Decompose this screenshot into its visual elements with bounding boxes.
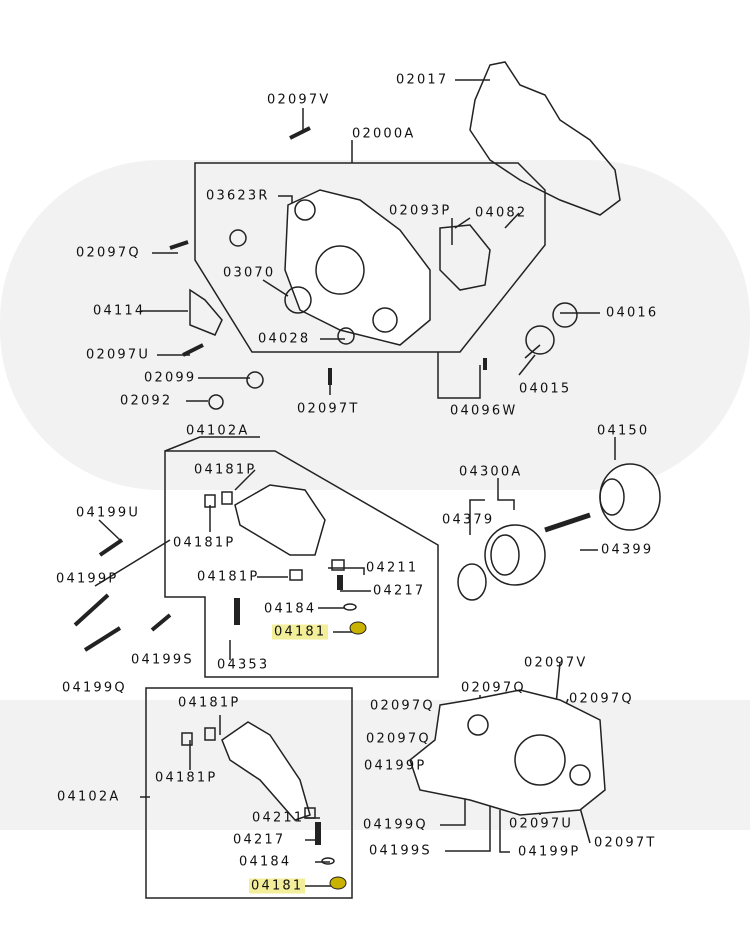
part-label[interactable]: 04199Q bbox=[62, 680, 127, 696]
part-label[interactable]: 02097T bbox=[594, 835, 657, 851]
part-label-highlighted[interactable]: 04181 bbox=[272, 624, 329, 640]
part-label[interactable]: 02097V bbox=[267, 92, 331, 108]
bracket-04114 bbox=[189, 288, 223, 336]
part-label[interactable]: 02097Q bbox=[461, 680, 526, 696]
part-label[interactable]: 04353 bbox=[217, 657, 270, 673]
group-box-04102A-lower bbox=[145, 687, 353, 899]
part-label[interactable]: 04102A bbox=[57, 789, 121, 805]
part-label[interactable]: 04199S bbox=[369, 843, 432, 859]
oil-pump bbox=[439, 224, 491, 291]
part-label[interactable]: 04181P bbox=[155, 770, 218, 786]
part-label[interactable]: 04211 bbox=[252, 810, 305, 826]
part-label[interactable]: 02099 bbox=[144, 370, 197, 386]
part-label[interactable]: 04379 bbox=[442, 512, 495, 528]
part-label[interactable]: 04096W bbox=[450, 403, 518, 419]
relief-body bbox=[234, 484, 326, 556]
group-box-04102A bbox=[164, 450, 439, 678]
part-label[interactable]: 04300A bbox=[459, 464, 523, 480]
part-label[interactable]: 04181P bbox=[173, 535, 236, 551]
highlighted-part-04181-lower bbox=[329, 876, 347, 890]
part-label[interactable]: 02017 bbox=[396, 72, 449, 88]
part-label[interactable]: 04399 bbox=[601, 542, 654, 558]
part-label[interactable]: 04184 bbox=[239, 854, 292, 870]
group-box-02000A bbox=[194, 162, 546, 353]
part-label[interactable]: 04199U bbox=[76, 505, 141, 521]
part-label[interactable]: 04217 bbox=[233, 832, 286, 848]
part-label[interactable]: 02097Q bbox=[366, 731, 431, 747]
part-label[interactable]: 04184 bbox=[264, 601, 317, 617]
part-label[interactable]: 02000A bbox=[352, 126, 416, 142]
part-label[interactable]: 02093P bbox=[389, 203, 452, 219]
part-label[interactable]: 04082 bbox=[475, 205, 528, 221]
part-label[interactable]: 02097V bbox=[524, 655, 588, 671]
part-label[interactable]: 04114 bbox=[93, 303, 146, 319]
part-label[interactable]: 04181P bbox=[194, 462, 257, 478]
cover-gasket bbox=[469, 61, 621, 216]
part-label[interactable]: 04211 bbox=[366, 560, 419, 576]
part-label[interactable]: 04181P bbox=[178, 695, 241, 711]
part-label[interactable]: 02097Q bbox=[76, 245, 141, 261]
part-label[interactable]: 04199P bbox=[518, 844, 581, 860]
front-case-lower bbox=[409, 689, 606, 816]
part-label[interactable]: 04102A bbox=[186, 423, 250, 439]
front-case bbox=[284, 189, 431, 346]
relief-body-lower bbox=[221, 721, 311, 821]
part-label[interactable]: 04028 bbox=[258, 331, 311, 347]
part-label[interactable]: 04199Q bbox=[363, 817, 428, 833]
part-label[interactable]: 04015 bbox=[519, 381, 572, 397]
highlighted-part-04181 bbox=[349, 621, 367, 635]
part-label[interactable]: 03623R bbox=[206, 188, 270, 204]
part-label[interactable]: 04181P bbox=[197, 569, 260, 585]
part-label[interactable]: 02097T bbox=[297, 401, 360, 417]
part-label[interactable]: 04199P bbox=[56, 571, 119, 587]
part-label-highlighted[interactable]: 04181 bbox=[249, 878, 306, 894]
part-label[interactable]: 02097U bbox=[509, 816, 574, 832]
part-label[interactable]: 02097Q bbox=[370, 698, 435, 714]
part-label[interactable]: 04199S bbox=[131, 652, 194, 668]
part-label[interactable]: 02092 bbox=[120, 393, 173, 409]
part-label[interactable]: 03070 bbox=[223, 265, 276, 281]
part-label[interactable]: 04150 bbox=[597, 423, 650, 439]
part-label[interactable]: 04016 bbox=[606, 305, 659, 321]
part-label[interactable]: 04217 bbox=[373, 583, 426, 599]
part-label[interactable]: 02097Q bbox=[569, 691, 634, 707]
part-label[interactable]: 04199P bbox=[364, 758, 427, 774]
part-label[interactable]: 02097U bbox=[86, 347, 151, 363]
